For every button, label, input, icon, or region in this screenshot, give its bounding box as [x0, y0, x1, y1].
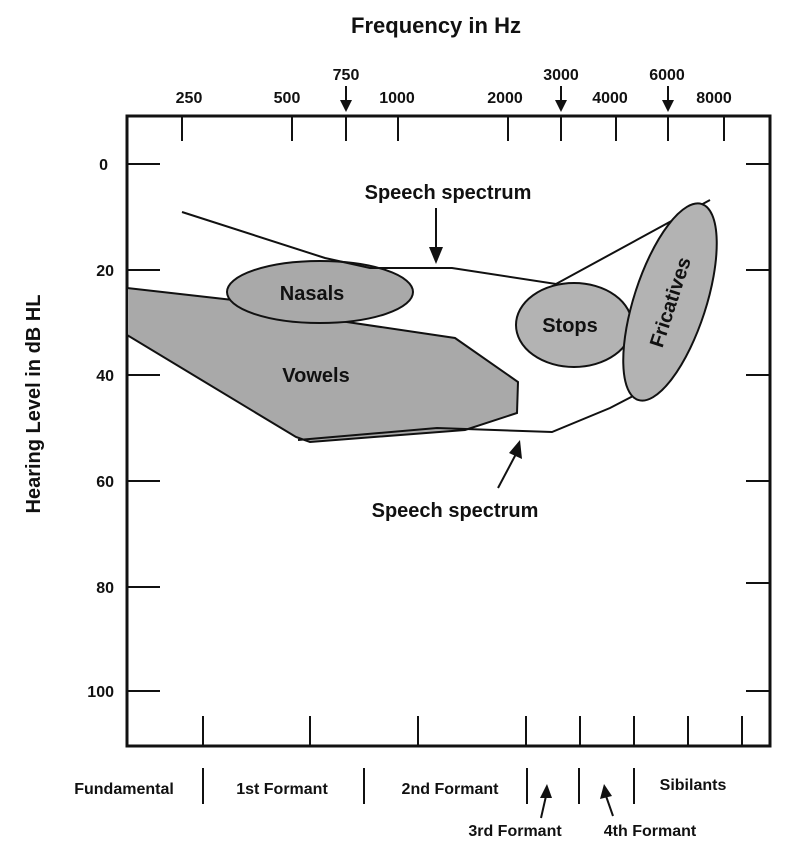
top-ticks — [181, 116, 725, 141]
db-tick-label-60: 60 — [96, 474, 114, 491]
formant-arrows — [540, 784, 614, 819]
bottom-ticks — [202, 716, 743, 746]
freq-tick-label-250: 250 — [176, 90, 203, 107]
freq-tick-label-500: 500 — [274, 90, 301, 107]
nasals-label: Nasals — [280, 283, 345, 305]
db-tick-label-20: 20 — [96, 263, 114, 280]
freq-tick-label-6000: 6000 — [649, 67, 685, 84]
speech-spectrum-arrow-bottom — [497, 440, 522, 489]
freq-tick-label-1000: 1000 — [379, 90, 415, 107]
band-label-sibilants: Sibilants — [660, 777, 727, 794]
db-tick-label-0: 0 — [99, 157, 108, 174]
freq-tick-label-2000: 2000 — [487, 90, 523, 107]
figure-title: Frequency in Hz — [351, 13, 521, 38]
speech-spectrum-arrow-top — [429, 208, 443, 264]
speech-spectrum-outline — [181, 199, 711, 286]
db-tick-label-80: 80 — [96, 580, 114, 597]
speech-spectrum-label-top: Speech spectrum — [365, 182, 532, 204]
stops-label: Stops — [542, 315, 598, 337]
freq-tick-label-3000: 3000 — [543, 67, 579, 84]
db-tick-label-40: 40 — [96, 368, 114, 385]
speech-spectrum-label-bottom: Speech spectrum — [372, 500, 539, 522]
y-axis-label: Hearing Level in dB HL — [23, 295, 45, 514]
plot-frame — [125, 114, 772, 748]
band-separators — [202, 768, 635, 804]
freq-tick-label-8000: 8000 — [696, 90, 732, 107]
nasals-region — [226, 260, 414, 324]
db-ticks — [127, 163, 770, 692]
band-label-fundamental: Fundamental — [74, 781, 174, 798]
band-label-2nd-formant: 2nd Formant — [402, 781, 500, 798]
db-tick-label-100: 100 — [87, 684, 114, 701]
band-label-4th-formant: 4th Formant — [604, 823, 697, 840]
band-label-3rd-formant: 3rd Formant — [468, 823, 562, 840]
freq-tick-label-750: 750 — [333, 67, 360, 84]
freq-tick-label-4000: 4000 — [592, 90, 628, 107]
fricatives-region — [622, 202, 718, 402]
band-label-1st-formant: 1st Formant — [236, 781, 328, 798]
freq-pointer-arrows — [340, 86, 674, 112]
vowels-label: Vowels — [282, 365, 349, 387]
speech-spectrum-outline-lower — [297, 377, 669, 441]
